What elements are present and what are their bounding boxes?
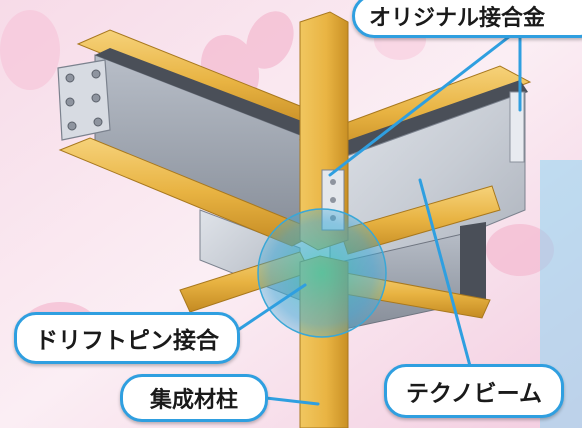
left-steel-flange <box>95 48 320 135</box>
right-web-stiffener <box>509 91 525 163</box>
leader-beam <box>418 178 472 368</box>
leader-column <box>264 396 320 406</box>
leader-lines <box>236 34 522 406</box>
drift-pin-label: ドリフトピン接合 <box>14 312 240 364</box>
original-connector-label: オリジナル接合金 <box>352 0 582 38</box>
end-plate-left <box>57 59 111 141</box>
leader-top <box>328 34 512 177</box>
lower-right-flange <box>460 222 486 304</box>
leader-pin <box>236 283 307 332</box>
end-plate-bolts <box>65 69 103 131</box>
glulam-column-label: 集成材柱 <box>120 374 268 422</box>
drift-pin-joint-highlight <box>257 208 387 338</box>
techno-beam-label: テクノビーム <box>384 364 564 418</box>
